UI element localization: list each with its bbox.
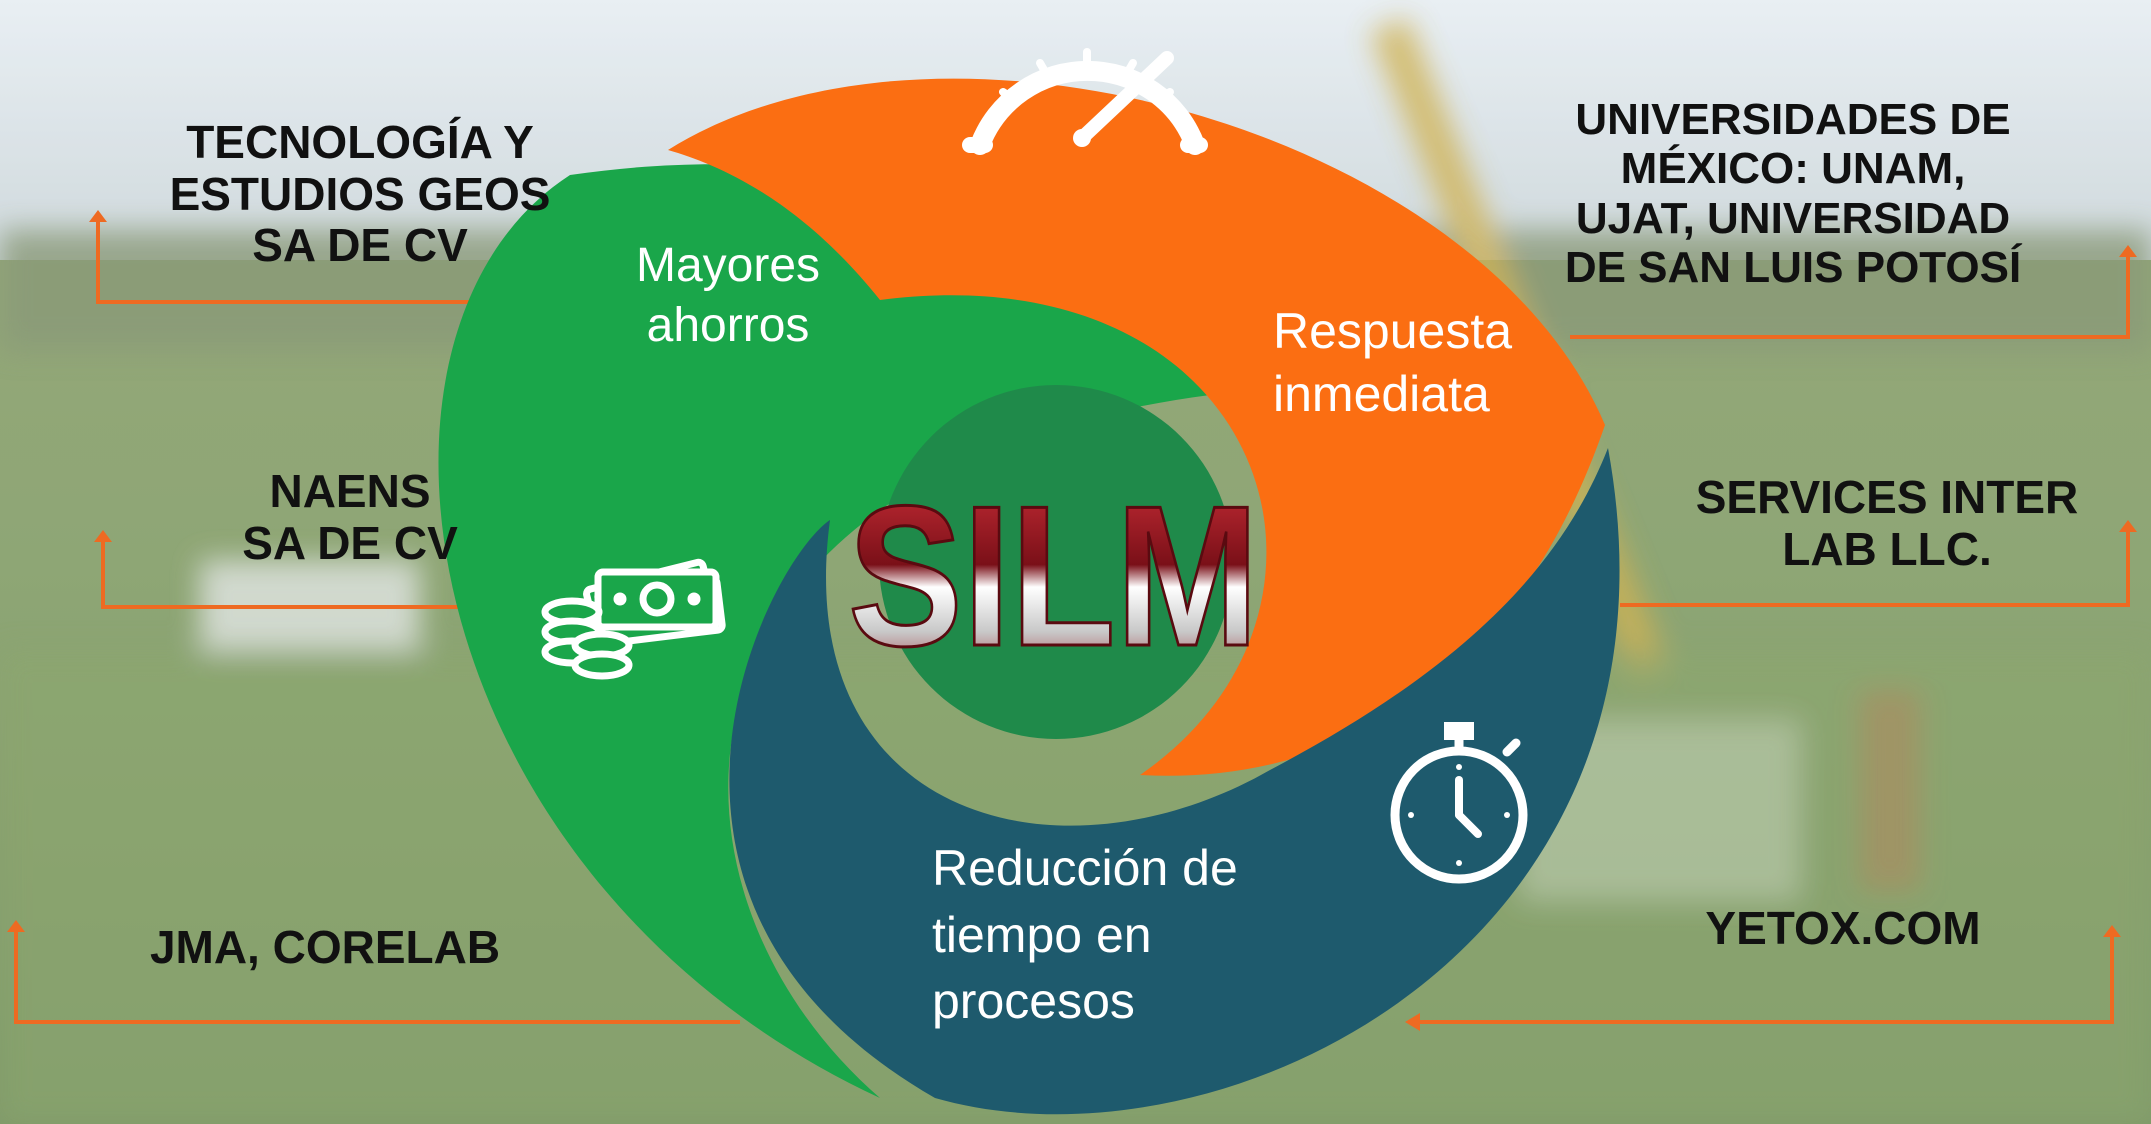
connector-right-bottom: [1418, 935, 2114, 1024]
center-circle: [879, 385, 1233, 739]
partner-left-top-line-2: ESTUDIOS GEOS: [169, 167, 551, 220]
petal-label-green-line-2: ahorros: [646, 299, 810, 352]
partner-right-bottom: YETOX.COM: [1673, 902, 2013, 955]
arrowhead-right-top: [2119, 245, 2137, 257]
connector-lines: [7, 210, 2137, 1031]
arrowhead-left-top: [89, 210, 107, 222]
petal-teal: [729, 448, 1620, 1115]
arrowhead-right-middle: [2119, 520, 2137, 532]
petal-label-teal-line-1: Reducción de: [932, 840, 1238, 896]
partner-right-top-line-1: UNIVERSIDADES DE: [1575, 95, 2011, 144]
partner-left-top: TECNOLOGÍA Y ESTUDIOS GEOS SA DE CV: [150, 116, 570, 272]
connector-left-middle: [101, 540, 485, 609]
petal-label-teal-line-3: procesos: [932, 973, 1135, 1029]
partner-left-middle-line-2: SA DE CV: [242, 516, 458, 569]
arrowhead-right-bottom: [2103, 925, 2121, 937]
connector-right-top: [1570, 255, 2130, 339]
connector-right-middle: [1620, 530, 2130, 607]
arrowhead-left-bottom: [7, 920, 25, 932]
petal-label-green: Mayores ahorros: [636, 236, 820, 356]
partner-right-middle-line-2: LAB LLC.: [1782, 522, 1992, 575]
money-icon: [541, 558, 726, 680]
partner-right-top-line-2: MÉXICO: UNAM,: [1620, 144, 1966, 194]
partner-right-middle: SERVICES INTER LAB LLC.: [1672, 471, 2102, 575]
partner-left-top-line-3: SA DE CV: [252, 219, 468, 272]
partner-left-top-line-1: TECNOLOGÍA Y: [186, 116, 534, 168]
petal-label-orange-line-1: Respuesta: [1273, 303, 1513, 359]
petal-label-green-line-1: Mayores: [636, 239, 821, 292]
arrowhead-into-diagram: [1405, 1013, 1420, 1031]
partner-right-top-line-3: UJAT, UNIVERSIDAD: [1575, 193, 2011, 243]
partner-left-middle: NAENS SA DE CV: [220, 465, 480, 569]
partner-left-bottom: JMA, CORELAB: [120, 921, 530, 974]
partner-right-top: UNIVERSIDADES DE MÉXICO: UNAM, UJAT, UNI…: [1548, 95, 2038, 292]
partner-right-bottom-line-1: YETOX.COM: [1705, 902, 1981, 954]
partner-left-bottom-line-1: JMA, CORELAB: [149, 921, 501, 973]
partner-right-top-line-4: DE SAN LUIS POTOSÍ: [1564, 242, 2022, 292]
speedometer-icon: [962, 48, 1208, 155]
connector-left-top: [96, 220, 545, 304]
petal-label-orange-line-2: inmediata: [1273, 365, 1490, 422]
partner-left-middle-line-1: NAENS: [269, 465, 431, 517]
arrowhead-left-middle: [94, 530, 112, 542]
petal-label-orange: Respuesta inmediata: [1273, 300, 1512, 425]
stopwatch-icon: [1390, 722, 1528, 884]
center-logo-text: SILM: [848, 464, 1259, 688]
petal-label-teal: Reducción de tiempo en procesos: [932, 835, 1238, 1035]
petal-label-teal-line-2: tiempo en: [932, 906, 1152, 963]
connector-left-bottom: [14, 930, 740, 1024]
petal-orange: [668, 78, 1605, 776]
partner-right-middle-line-1: SERVICES INTER: [1695, 471, 2079, 523]
